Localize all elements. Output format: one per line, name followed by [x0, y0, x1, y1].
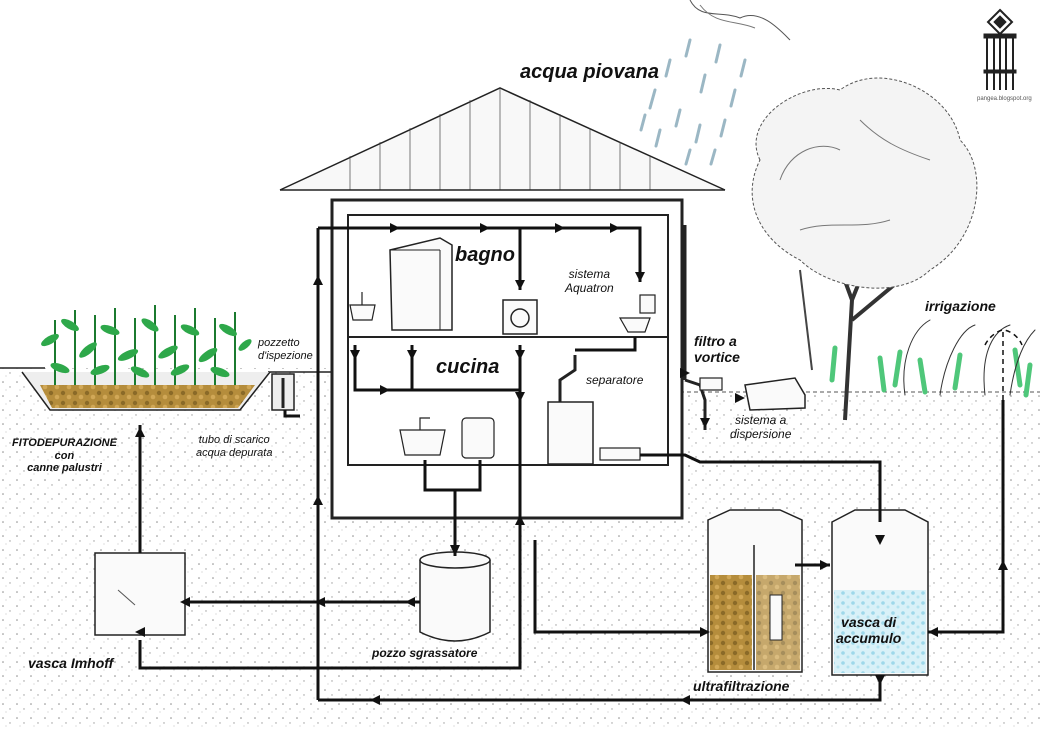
rain-label: acqua piovana [520, 61, 659, 83]
imhoff-label: vasca Imhoff [28, 655, 114, 671]
bathroom-label: bagno [455, 244, 515, 266]
flow-arrows [135, 223, 1008, 705]
dispersion-label: sistema a dispersione [730, 413, 792, 441]
irrigation-plants [829, 319, 1036, 398]
irrigation-standpipe [984, 329, 1023, 400]
phyto-label: FITODEPURAZIONE con canne palustri [12, 437, 117, 475]
grease-trap-label: pozzo sgrassatore [372, 646, 478, 660]
toilet [618, 294, 656, 333]
discharge-pipe-label: tubo di scarico acqua depurata [196, 434, 273, 459]
kitchen-sink [399, 417, 446, 456]
storage-tank-label: vasca di accumulo [836, 614, 902, 647]
separator-unit [547, 355, 641, 465]
shower-cabinet [389, 237, 453, 331]
ultrafiltration-tank [707, 509, 803, 673]
storage-tank [831, 509, 929, 676]
aquatron-label: sistema Aquatron [565, 267, 614, 295]
phyto-bed [21, 371, 271, 411]
imhoff-tank [94, 552, 186, 636]
vortex-filter-label: filtro a vortice [694, 333, 740, 366]
reeds [41, 305, 252, 385]
tree [751, 77, 978, 421]
weaving-pattern-logo [983, 8, 1017, 90]
vortex-filter [684, 377, 723, 430]
grease-trap-tank [419, 551, 491, 642]
logo-caption: pangea.blogspot.org [977, 96, 1032, 102]
washbasin-bathroom [349, 292, 376, 321]
inspection-well-label: pozzetto d'ispezione [258, 337, 313, 362]
rain-drops [639, 38, 747, 166]
dispersion-box [744, 377, 806, 411]
kitchen-label: cucina [436, 356, 500, 378]
washing-machine [502, 299, 538, 335]
inspection-well [271, 373, 295, 411]
ultrafiltration-label: ultrafiltrazione [693, 678, 790, 694]
separator-label: separatore [586, 373, 644, 387]
rain-cloud [689, 0, 791, 41]
irrigation-label: irrigazione [925, 298, 996, 314]
dishwasher [461, 417, 495, 459]
